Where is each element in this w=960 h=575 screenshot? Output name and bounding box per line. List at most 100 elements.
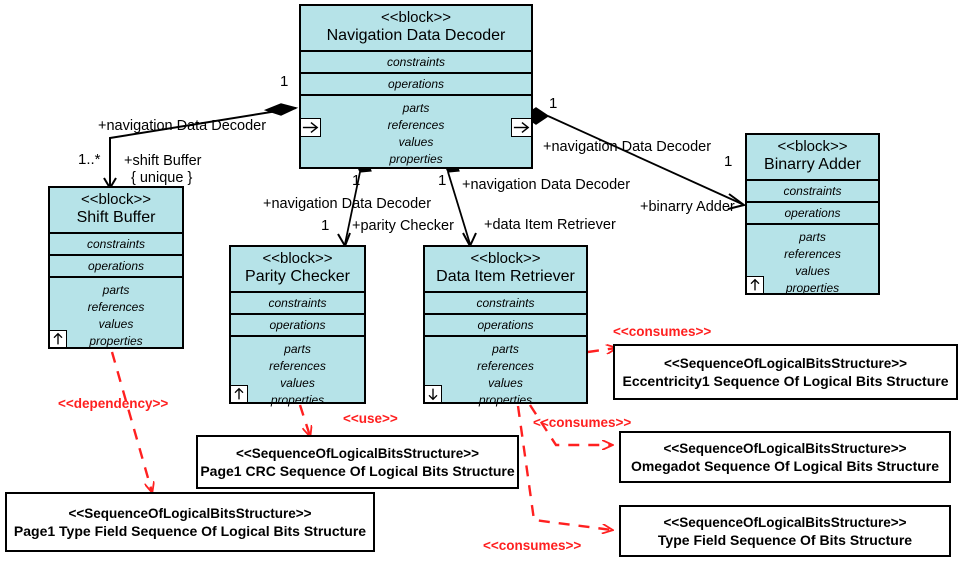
block-stereotype: <<block>> — [80, 191, 152, 208]
block-data-item-retriever[interactable]: <<block>> Data Item Retriever constraint… — [423, 245, 588, 407]
structure-eccentricity1[interactable]: <<SequenceOfLogicalBitsStructure>> Eccen… — [613, 344, 958, 400]
block-header: <<block>> Navigation Data Decoder — [301, 6, 531, 52]
compartment-properties: parts references values properties — [425, 337, 586, 413]
structure-stereotype: <<SequenceOfLogicalBitsStructure>> — [68, 505, 312, 521]
compartment-operations: operations — [747, 203, 878, 225]
block-binarry-adder[interactable]: <<block>> Binarry Adder constraints oper… — [745, 133, 880, 295]
label-consumes-eccentricity: <<consumes>> — [613, 324, 712, 339]
compartment-parts: parts — [102, 283, 130, 297]
block-stereotype: <<block>> — [380, 9, 452, 26]
block-header: <<block>> Binarry Adder — [747, 135, 878, 181]
structure-type-field[interactable]: <<SequenceOfLogicalBitsStructure>> Type … — [619, 505, 951, 557]
compartment-constraints: constraints — [425, 293, 586, 315]
label-parity-role-source: +navigation Data Decoder — [263, 196, 432, 212]
structure-page1-crc[interactable]: <<SequenceOfLogicalBitsStructure>> Page1… — [196, 435, 519, 489]
structure-stereotype: <<SequenceOfLogicalBitsStructure>> — [663, 355, 908, 371]
structure-stereotype: <<SequenceOfLogicalBitsStructure>> — [663, 440, 907, 456]
up-arrow-icon — [49, 330, 67, 348]
label-consumes-omegadot: <<consumes>> — [533, 415, 632, 430]
structure-omegadot[interactable]: <<SequenceOfLogicalBitsStructure>> Omega… — [619, 431, 951, 483]
compartment-properties-label: properties — [270, 393, 325, 407]
flow-port-left-icon[interactable] — [300, 118, 321, 137]
compartment-values: values — [98, 317, 134, 331]
label-shiftbuffer-mult-source: 1 — [280, 73, 289, 90]
compartment-values: values — [398, 135, 434, 149]
label-adder-role-target: +binarry Adder — [640, 199, 735, 215]
compartment-constraints: constraints — [301, 52, 531, 74]
block-name: Shift Buffer — [76, 209, 156, 226]
label-use: <<use>> — [343, 411, 398, 426]
structure-stereotype: <<SequenceOfLogicalBitsStructure>> — [663, 514, 907, 530]
compartment-parts: parts — [799, 230, 826, 244]
block-header: <<block>> Parity Checker — [231, 247, 364, 293]
compartment-references: references — [269, 359, 326, 373]
compartment-properties-label: properties — [785, 281, 840, 295]
compartment-operations: operations — [425, 315, 586, 337]
label-adder-mult-target: 1 — [724, 153, 733, 170]
structure-name: Eccentricity1 Sequence Of Logical Bits S… — [622, 372, 949, 389]
compartment-parts: parts — [492, 342, 519, 356]
block-header: <<block>> Data Item Retriever — [425, 247, 586, 293]
compartment-constraints: constraints — [50, 234, 182, 256]
structure-name: Page1 CRC Sequence Of Logical Bits Struc… — [200, 462, 515, 479]
compartment-references: references — [387, 118, 445, 132]
compartment-constraints: constraints — [231, 293, 364, 315]
compartment-parts: parts — [402, 101, 430, 115]
block-stereotype: <<block>> — [262, 250, 333, 267]
dependency-shiftbuffer-page1typefield — [110, 351, 152, 492]
structure-stereotype: <<SequenceOfLogicalBitsStructure>> — [235, 445, 480, 461]
label-shiftbuffer-role-target: +shift Buffer — [124, 153, 202, 169]
compartment-values: values — [795, 264, 830, 278]
compartment-properties: parts references values properties — [231, 337, 364, 413]
compartment-properties: parts references values properties — [50, 278, 182, 354]
structure-page1-type-field[interactable]: <<SequenceOfLogicalBitsStructure>> Page1… — [5, 492, 375, 552]
block-header: <<block>> Shift Buffer — [50, 188, 182, 234]
compartment-properties: parts references values properties — [301, 96, 531, 172]
compartment-properties-label: properties — [478, 393, 533, 407]
compartment-constraints: constraints — [747, 181, 878, 203]
compartment-properties-label: properties — [389, 152, 443, 166]
compartment-properties-label: properties — [89, 334, 143, 348]
compartment-values: values — [488, 376, 523, 390]
compartment-parts: parts — [284, 342, 311, 356]
label-shiftbuffer-constraint: { unique } — [131, 170, 193, 186]
compartment-values: values — [280, 376, 315, 390]
compartment-operations: operations — [301, 74, 531, 96]
label-shiftbuffer-role-source: +navigation Data Decoder — [98, 118, 267, 134]
block-shift-buffer[interactable]: <<block>> Shift Buffer constraints opera… — [48, 186, 184, 349]
label-adder-role-source: +navigation Data Decoder — [543, 139, 712, 155]
label-dependency: <<dependency>> — [58, 396, 169, 411]
block-name: Binarry Adder — [764, 156, 861, 173]
down-arrow-icon — [424, 385, 442, 403]
compartment-references: references — [87, 300, 145, 314]
label-parity-mult-target: 1 — [321, 217, 330, 234]
up-arrow-icon — [230, 385, 248, 403]
label-consumes-typefield: <<consumes>> — [483, 538, 582, 553]
block-parity-checker[interactable]: <<block>> Parity Checker constraints ope… — [229, 245, 366, 407]
structure-name: Omegadot Sequence Of Logical Bits Struct… — [630, 457, 940, 474]
compartment-operations: operations — [50, 256, 182, 278]
structure-name: Type Field Sequence Of Bits Structure — [657, 531, 913, 548]
block-stereotype: <<block>> — [470, 250, 541, 267]
compartment-references: references — [784, 247, 841, 261]
block-name: Data Item Retriever — [436, 268, 575, 285]
label-parity-role-target: +parity Checker — [352, 218, 454, 234]
block-stereotype: <<block>> — [777, 138, 848, 155]
label-parity-mult-source: 1 — [352, 172, 361, 189]
label-retriever-role-source: +navigation Data Decoder — [462, 177, 631, 193]
label-shiftbuffer-mult-target: 1..* — [78, 151, 101, 168]
compartment-properties: parts references values properties — [747, 225, 878, 301]
up-arrow-icon — [746, 276, 764, 294]
structure-name: Page1 Type Field Sequence Of Logical Bit… — [13, 522, 367, 539]
compartment-references: references — [477, 359, 534, 373]
label-retriever-mult-source: 1 — [438, 172, 447, 189]
flow-port-right-icon[interactable] — [511, 118, 532, 137]
label-retriever-role-target: +data Item Retriever — [484, 217, 616, 233]
compartment-operations: operations — [231, 315, 364, 337]
block-name: Navigation Data Decoder — [326, 27, 506, 44]
dependency-retriever-eccentricity1 — [587, 348, 616, 352]
label-adder-mult-source: 1 — [549, 95, 558, 112]
association-navdecoder-binarryadder — [522, 107, 747, 210]
block-navigation-data-decoder[interactable]: <<block>> Navigation Data Decoder constr… — [299, 4, 533, 169]
